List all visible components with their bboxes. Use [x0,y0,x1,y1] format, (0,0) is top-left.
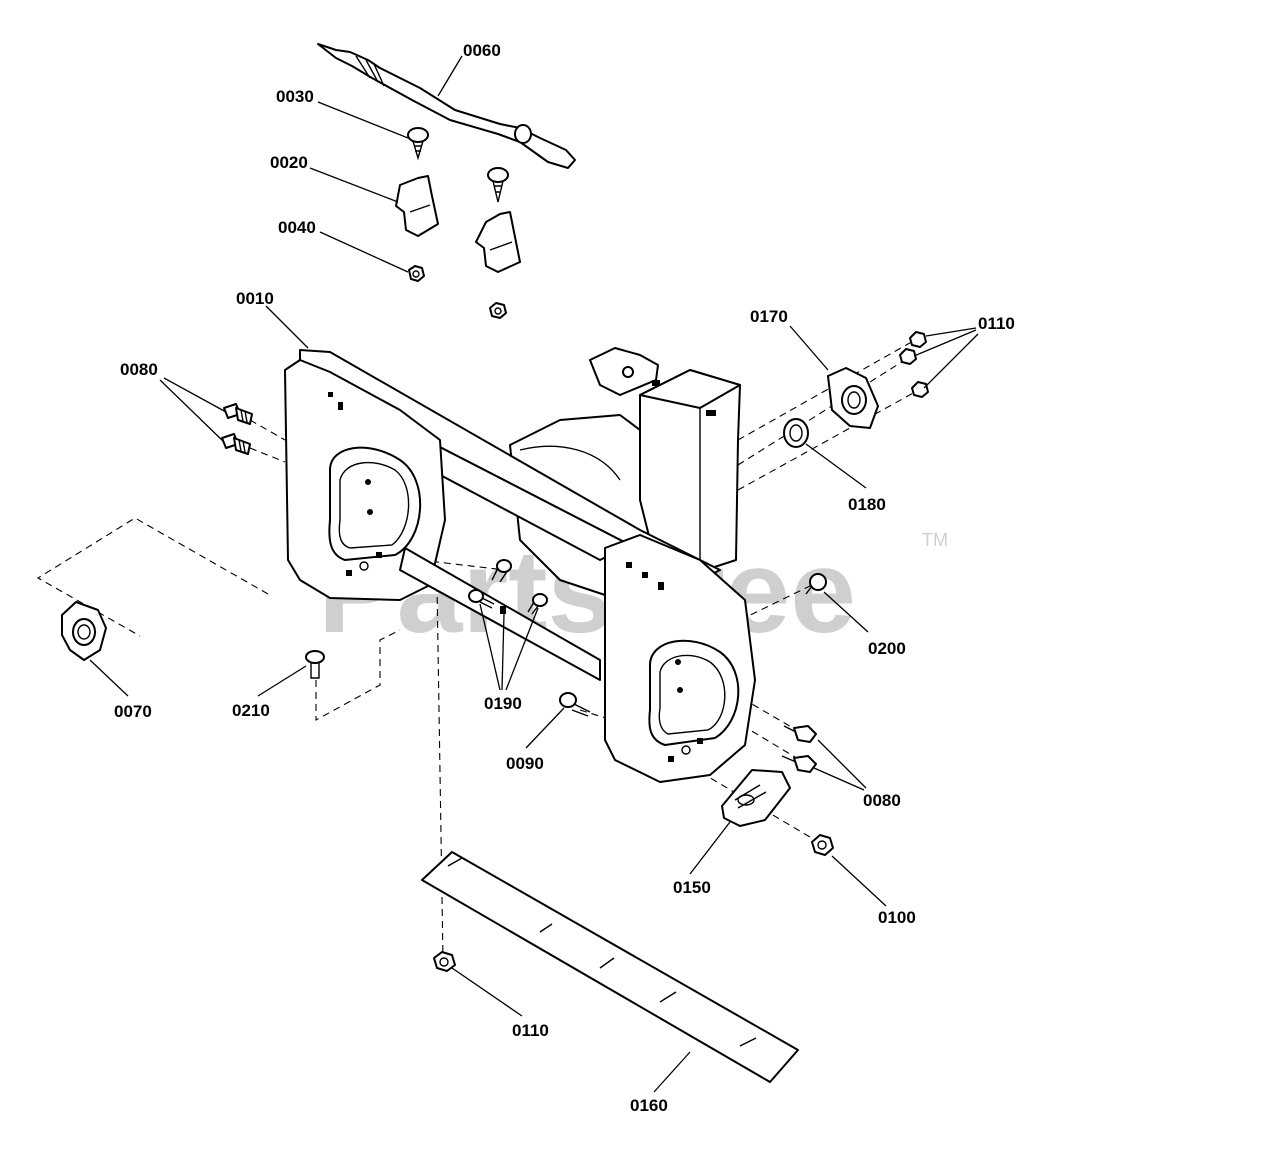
callout-0110-right[interactable]: 0110 [978,314,1015,333]
callout-0150[interactable]: 0150 [673,878,711,897]
callout-0160[interactable]: 0160 [630,1096,668,1115]
skid-shoe-part-0150 [721,769,791,827]
callout-0180[interactable]: 0180 [848,495,886,514]
leader-lines [89,55,979,1093]
callout-0010[interactable]: 0010 [236,289,274,308]
bearing-plate-part-0170 [827,367,879,429]
screw-part-second [487,167,509,203]
fastener-part-0200 [805,573,827,595]
carriage-bolt-part-0210 [305,650,325,679]
callout-0210[interactable]: 0210 [232,701,270,720]
callout-0070[interactable]: 0070 [114,702,152,721]
callout-0080-right[interactable]: 0080 [863,791,901,810]
screw-part-0030 [407,127,429,161]
callout-0060[interactable]: 0060 [463,41,501,60]
clip-part-second [475,211,521,273]
bearing-part-0180 [783,418,809,448]
callout-0110-bottom[interactable]: 0110 [512,1021,549,1040]
bearing-flange-part-0070 [61,601,107,661]
nut-part-0110-right [899,331,929,398]
bolt-part-0090 [559,692,591,717]
callout-0040[interactable]: 0040 [278,218,316,237]
callout-labels: 0060 0030 0020 0040 0010 0170 0110 0080 … [114,41,1015,1115]
watermark-trademark: TM [922,530,948,550]
auger-housing-part-0010 [284,349,756,783]
scraper-bar-part-0160 [421,851,799,1083]
chute-rod-part-0060 [317,43,576,169]
nut-part-0040 [408,265,425,282]
nut-part-0100 [811,834,834,856]
callout-0190[interactable]: 0190 [484,694,522,713]
callout-0020[interactable]: 0020 [270,153,308,172]
callout-0030[interactable]: 0030 [276,87,314,106]
nut-part-0110-bottom [433,951,456,972]
clip-part-0020 [395,175,439,237]
bolt-part-0080-right [781,725,817,773]
bolt-part-0080-left [221,403,253,455]
bolt-part-0190 [468,559,548,615]
callout-0200[interactable]: 0200 [868,639,906,658]
callout-0170[interactable]: 0170 [750,307,788,326]
callout-0080-left[interactable]: 0080 [120,360,158,379]
callout-0090[interactable]: 0090 [506,754,544,773]
callout-0100[interactable]: 0100 [878,908,916,927]
nut-part-second [489,302,507,319]
